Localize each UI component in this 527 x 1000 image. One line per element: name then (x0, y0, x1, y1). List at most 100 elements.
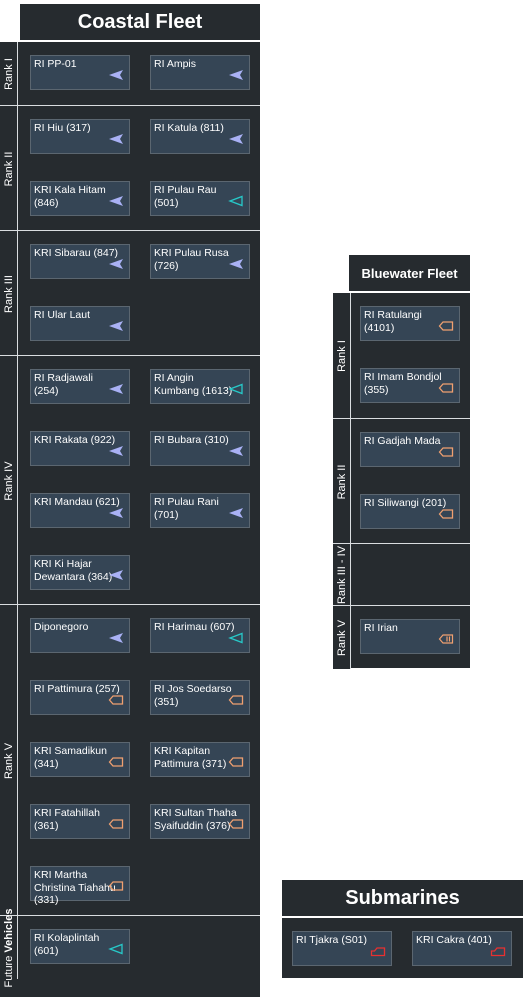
rank-label: Rank I (333, 293, 351, 418)
vehicle-card[interactable]: KRI Ki Hajar Dewantara (364) (30, 555, 130, 590)
rank-label: Rank V (333, 606, 351, 669)
vehicle-card[interactable]: KRI Mandau (621) (30, 493, 130, 528)
rank-label: Rank III (0, 231, 18, 356)
ship-icon (108, 694, 124, 710)
rank-label-text: Vehicles (2, 908, 15, 953)
vehicle-card[interactable]: RI Hiu (317) (30, 119, 130, 154)
vehicle-name: Diponegoro (34, 621, 89, 633)
ship-icon (228, 818, 244, 834)
rank-label: Future Vehicles (0, 908, 18, 987)
vehicle-name: KRI Sultan Thaha Syaifuddin (376) (154, 807, 237, 832)
ship-icon (108, 818, 124, 834)
vehicle-card[interactable]: RI Kolaplintah (601) (30, 929, 130, 964)
vehicle-name: KRI Kala Hitam (846) (34, 184, 106, 209)
ship-icon (438, 382, 454, 398)
vehicle-name: KRI Cakra (401) (416, 934, 492, 946)
submarine-icon (490, 945, 506, 961)
rank-label-text: Rank IV (2, 460, 15, 501)
vehicle-name: RI Jos Soedarso (351) (154, 683, 232, 708)
vehicle-card[interactable]: KRI Martha Christina Tiahahu (331) (30, 866, 130, 906)
rank-row: Rank V RI Irian (333, 605, 470, 669)
plane-icon (108, 258, 124, 274)
vehicle-name: RI Irian (364, 622, 398, 634)
ship-icon (228, 694, 244, 710)
plane-icon (108, 507, 124, 523)
outline-triangle-icon (228, 195, 244, 211)
vehicle-card[interactable]: KRI Sibarau (847) (30, 244, 130, 279)
cruiser-icon (438, 633, 454, 649)
rank-label: Rank V (0, 605, 18, 916)
vehicle-card[interactable]: RI Bubara (310) (150, 431, 250, 466)
vehicle-name: RI Pattimura (257) (34, 683, 120, 695)
vehicle-card[interactable]: KRI Cakra (401) (412, 931, 512, 966)
vehicle-card[interactable]: RI Pulau Rau (501) (150, 181, 250, 216)
vehicle-name: KRI Ki Hajar Dewantara (364) (34, 558, 113, 583)
vehicle-name: RI Gadjah Mada (364, 435, 441, 447)
vehicle-card[interactable]: KRI Sultan Thaha Syaifuddin (376) (150, 804, 250, 839)
vehicle-card[interactable]: RI PP-01 (30, 55, 130, 90)
vehicle-name: KRI Pulau Rusa (726) (154, 247, 229, 272)
vehicle-card[interactable]: RI Gadjah Mada (360, 432, 460, 467)
vehicle-card[interactable]: KRI Samadikun (341) (30, 742, 130, 777)
plane-icon (108, 383, 124, 399)
coastal-fleet-title: Coastal Fleet (20, 4, 260, 40)
vehicle-name: KRI Samadikun (341) (34, 745, 107, 770)
vehicle-card[interactable]: RI Irian (360, 619, 460, 654)
vehicle-name: RI Siliwangi (201) (364, 497, 447, 509)
vehicle-card[interactable]: RI Tjakra (S01) (292, 931, 392, 966)
vehicle-card[interactable]: RI Ular Laut (30, 306, 130, 341)
vehicle-card[interactable]: RI Harimau (607) (150, 618, 250, 653)
vehicle-name: KRI Kapitan Pattimura (371) (154, 745, 227, 770)
vehicle-card[interactable]: RI Pattimura (257) (30, 680, 130, 715)
rank-label: Rank I (0, 42, 18, 105)
plane-icon (108, 569, 124, 585)
vehicle-card[interactable]: KRI Kapitan Pattimura (371) (150, 742, 250, 777)
vehicle-card[interactable]: RI Radjawali (254) (30, 369, 130, 404)
vehicle-name: RI Hiu (317) (34, 122, 91, 134)
plane-icon (108, 69, 124, 85)
bluewater-fleet-title: Bluewater Fleet (349, 255, 470, 291)
vehicle-card[interactable]: RI Angin Kumbang (1613) (150, 369, 250, 404)
rank-label-text: Rank V (2, 742, 15, 779)
vehicle-card[interactable]: KRI Kala Hitam (846) (30, 181, 130, 216)
rank-row: Rank I RI PP-01 RI Ampis (0, 42, 260, 105)
outline-triangle-icon (228, 632, 244, 648)
plane-icon (228, 445, 244, 461)
vehicle-card[interactable]: RI Jos Soedarso (351) (150, 680, 250, 715)
rank-label-text: Rank II (2, 151, 15, 186)
vehicle-card[interactable]: RI Ratulangi (4101) (360, 306, 460, 341)
vehicle-name: KRI Rakata (922) (34, 434, 116, 446)
outline-triangle-icon (108, 943, 124, 959)
plane-icon (228, 133, 244, 149)
vehicle-name: RI Angin Kumbang (1613) (154, 372, 233, 397)
rank-row: Rank V Diponegoro RI Harimau (607) RI Patti… (0, 604, 260, 916)
vehicle-card[interactable]: RI Imam Bondjol (355) (360, 368, 460, 403)
rank-row: Rank IV RI Radjawali (254) RI Angin Kumban… (0, 355, 260, 605)
plane-icon (108, 195, 124, 211)
plane-icon (228, 69, 244, 85)
ship-icon (438, 508, 454, 524)
rank-label-text: Rank III (2, 274, 15, 313)
vehicle-card[interactable]: RI Siliwangi (201) (360, 494, 460, 529)
vehicle-card[interactable]: RI Ampis (150, 55, 250, 90)
vehicle-name: RI Pulau Rau (501) (154, 184, 217, 209)
vehicle-card[interactable]: KRI Rakata (922) (30, 431, 130, 466)
plane-icon (108, 632, 124, 648)
plane-icon (228, 258, 244, 274)
vehicle-card[interactable]: KRI Fatahillah (361) (30, 804, 130, 839)
vehicle-name: KRI Martha Christina Tiahahu (331) (34, 869, 116, 906)
plane-icon (228, 507, 244, 523)
plane-icon (108, 445, 124, 461)
submarines-title: Submarines (282, 880, 523, 916)
submarines-panel: RI Tjakra (S01) KRI Cakra (401) (282, 918, 523, 978)
vehicle-name: RI Imam Bondjol (355) (364, 371, 442, 396)
vehicle-card[interactable]: RI Katula (811) (150, 119, 250, 154)
vehicle-card[interactable]: KRI Pulau Rusa (726) (150, 244, 250, 279)
rank-label-prefix: Future (2, 952, 15, 987)
vehicle-card[interactable]: Diponegoro (30, 618, 130, 653)
rank-row: Rank I RI Ratulangi (4101) RI Imam Bondjol… (333, 293, 470, 418)
vehicle-name: RI Harimau (607) (154, 621, 235, 633)
vehicle-card[interactable]: RI Pulau Rani (701) (150, 493, 250, 528)
